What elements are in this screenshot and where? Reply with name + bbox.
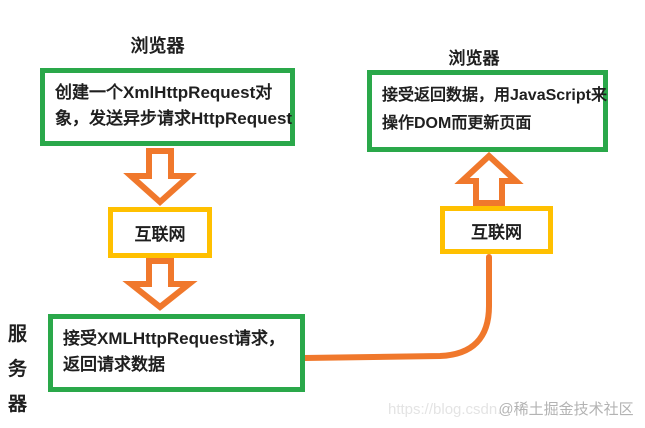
down-arrow-icon [123, 148, 197, 207]
create-request-box: 创建一个XmlHttpRequest对 象，发送异步请求HttpRequest [40, 68, 295, 146]
receive-response-line1: 接受返回数据，用JavaScript来 [382, 87, 607, 104]
watermark-url: https://blog.csdn. [388, 401, 502, 418]
create-request-line2: 象，发送异步请求HttpRequest [55, 109, 293, 128]
internet-box-right: 互联网 [440, 206, 553, 254]
browser-label-left: 浏览器 [130, 36, 185, 56]
browser-label-right: 浏览器 [448, 49, 500, 68]
receive-response-box: 接受返回数据，用JavaScript来 操作DOM而更新页面 [367, 70, 608, 152]
server-label: 服务器 [8, 324, 28, 415]
internet-label-left: 互联网 [134, 225, 186, 244]
internet-box-left: 互联网 [108, 207, 212, 258]
server-handle-line2: 返回请求数据 [63, 355, 165, 374]
up-arrow-icon [454, 151, 524, 206]
internet-label-right: 互联网 [471, 222, 522, 242]
watermark-handle: @稀土掘金技术社区 [498, 401, 634, 418]
receive-response-line2: 操作DOM而更新页面 [382, 115, 532, 132]
server-handle-line1: 接受XMLHttpRequest请求， [63, 329, 285, 348]
down-arrow-icon [122, 258, 198, 311]
create-request-line1: 创建一个XmlHttpRequest对 [55, 83, 273, 102]
watermark: https://blog.csdn.@稀土掘金技术社区 [388, 398, 634, 419]
server-to-internet-connector [301, 254, 492, 361]
server-handle-box: 接受XMLHttpRequest请求， 返回请求数据 [48, 314, 305, 392]
